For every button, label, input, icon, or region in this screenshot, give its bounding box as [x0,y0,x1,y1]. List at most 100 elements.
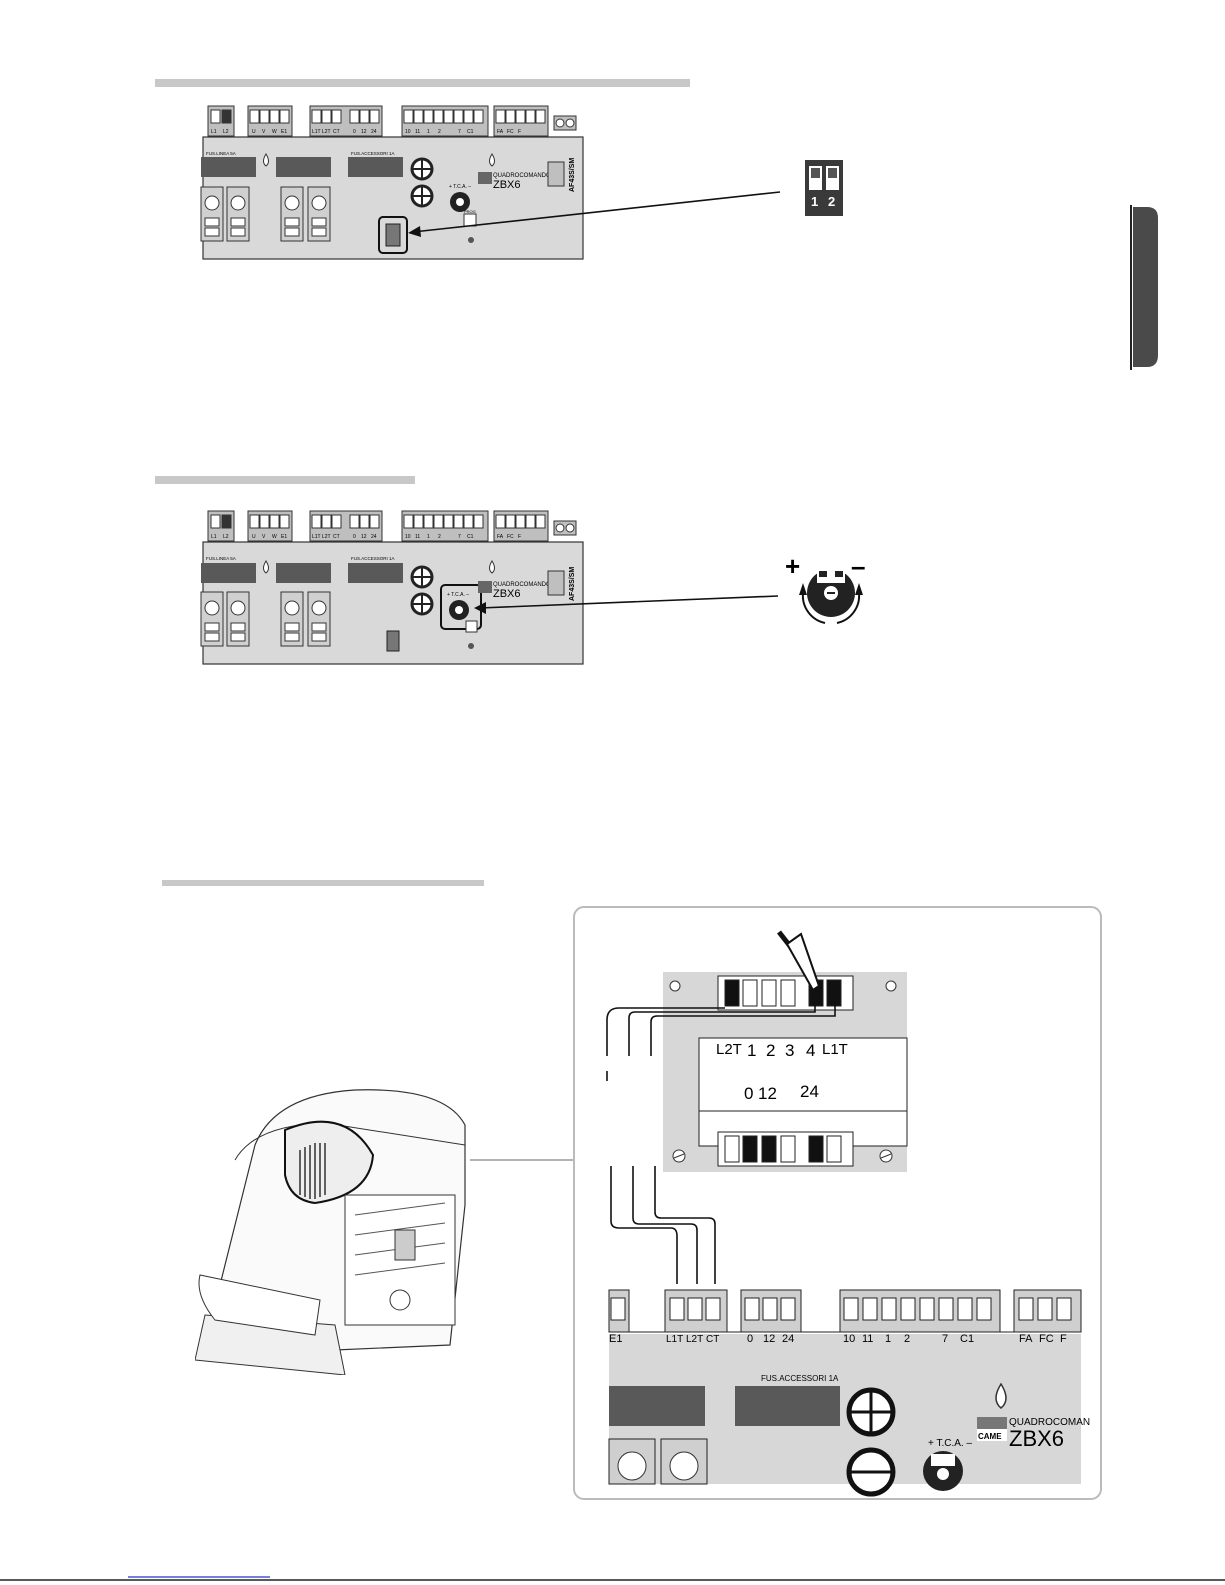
fuse [201,563,256,583]
terminal-label: 2 [438,534,441,540]
prog-button [463,213,477,227]
terminal-label: L1T [666,1334,683,1345]
relay [200,591,331,647]
section-bar-3 [162,880,484,886]
section-bar-1 [155,79,690,87]
terminal-group-2: U V W E1 [247,510,293,542]
terminal-label: L2T [686,1334,703,1345]
terminal-label: 10 [405,129,411,135]
terminal-label: W [272,534,277,540]
model-label: ZBX6 [1009,1426,1064,1451]
terminal-label: 11 [415,534,420,540]
fuse-line-label: FUS.LINEA 5A [206,556,236,561]
trimmer-zoom-icon: + – [785,555,865,624]
fuse [348,563,403,583]
transformer-label: 0 [744,1084,753,1103]
ground-terminal [553,115,577,131]
terminal-label: 1 [427,129,430,135]
terminal-group-5: FA FC F [493,105,549,137]
terminal-group-5: FA FC F [493,510,549,542]
fuse-accessori-label: FUS.ACCESSORI 1A [351,556,395,561]
detail-terminals-c: 0 12 24 [740,1289,802,1345]
terminal-label: U [252,534,256,540]
transformer-label: L2T [716,1041,742,1058]
terminal-label: L2 [223,129,229,135]
detail-terminals-e: FA FC F [1013,1289,1082,1345]
capacitor [410,184,434,208]
terminal-label: 0 [353,534,356,540]
terminal-label: W [272,129,277,135]
terminal-label: 12 [361,129,367,135]
ground-terminal [553,520,577,536]
model-label: ZBX6 [493,588,521,600]
terminal-label: F [518,129,521,135]
terminal-label: FA [497,129,504,135]
fuse-accessori-label: FUS.ACCESSORI 1A [351,151,395,156]
terminal-label: 1 [885,1333,891,1345]
side-tab [1133,207,1158,367]
terminal-label: FA [497,534,504,540]
fuse [735,1386,840,1426]
dip-switch-small [386,630,400,652]
screwdriver-icon [777,930,821,992]
transformer-label: 3 [785,1041,794,1060]
terminal-label: V [262,534,266,540]
terminal-label: V [262,129,266,135]
terminal-label: 10 [843,1333,855,1345]
control-board-1: L1 L2 U V W E1 L1T L2T CT 0 12 24 [200,105,584,260]
terminal-label: FC [507,129,514,135]
dip-switch-icon: 1 2 [805,160,843,216]
transformer-label: 12 [758,1084,777,1103]
terminal-label: C1 [960,1333,974,1345]
transformer-label: 1 [747,1041,756,1060]
transformer-label: 2 [766,1041,775,1060]
brand-caption: QUADROCOMANDO [493,173,551,179]
capacitor [410,592,434,616]
minus-sign: – [851,555,865,581]
fuse [609,1386,705,1426]
section-bar-2 [155,476,415,484]
card-connector [547,570,565,596]
dip-label-2: 2 [828,194,835,209]
terminal-group-2: U V W E1 [247,105,293,137]
control-board-2: L1 L2 U V W E1 L1T L2T CT 0 12 24 [200,510,584,665]
prog-label: PROG [464,209,476,214]
brand-logo [478,581,492,593]
terminal-label: C1 [467,129,474,135]
terminal-label: L2T [322,534,331,540]
terminal-label: E1 [281,129,287,135]
terminal-group-4: 10 11 1 2 7 C1 [401,105,489,137]
terminal-label: 7 [942,1333,948,1345]
terminal-label: F [1060,1333,1067,1345]
terminal-label: 10 [405,534,411,540]
terminal-label: FA [1019,1333,1033,1345]
terminal-label: 0 [353,129,356,135]
capacitor [846,1387,896,1437]
terminal-group-3: L1T L2T CT 0 12 24 [309,510,383,542]
trimmer-icon: + T.C.A. – [447,592,469,620]
terminal-label: 24 [371,129,377,135]
terminal-label: FC [1039,1333,1054,1345]
terminal-label: CT [333,534,340,540]
transformer-label: L1T [822,1041,848,1058]
terminal-label: L2 [223,534,229,540]
terminal-label: F [518,534,521,540]
fuse [276,157,331,177]
detail-terminals-d: 10 11 1 2 7 C1 [839,1289,1001,1345]
card-label: AF43S/SM [569,158,576,192]
transformer-label: 24 [800,1082,819,1101]
dip-switch-small [385,223,401,247]
dip-highlight [378,216,408,254]
led [468,643,474,649]
terminal-label: L1T [312,129,321,135]
terminal-label: 11 [862,1333,873,1345]
detail-terminals-b: L1T L2T CT [664,1289,728,1345]
terminal-group-1: L1 L2 [207,105,235,137]
led [468,237,474,243]
brand-caption: QUADROCOMAN [1009,1417,1090,1428]
detail-terminals-a: E1 [608,1289,630,1345]
gate-motor-icon [195,1089,466,1375]
terminal-label: L1 [211,129,217,135]
plus-sign: + [785,555,800,581]
